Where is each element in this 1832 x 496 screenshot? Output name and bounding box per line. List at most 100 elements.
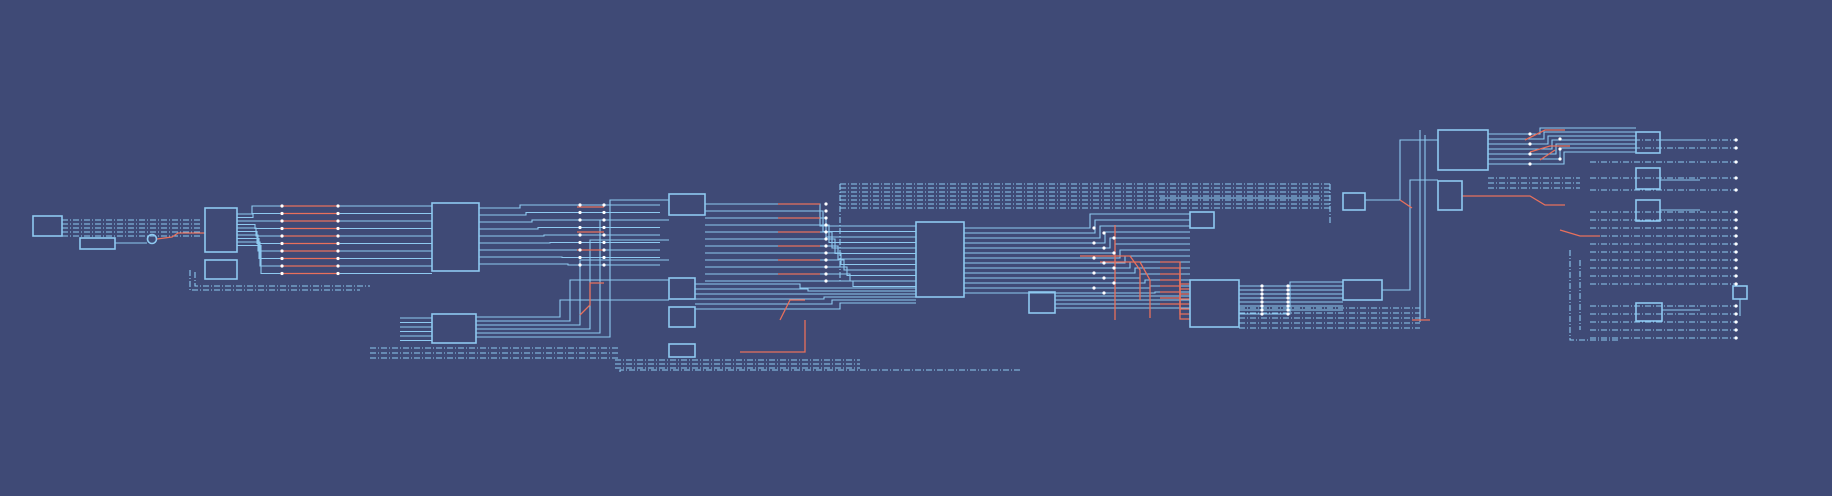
register-block-1[interactable] [431,202,480,272]
control-block-2[interactable] [1437,180,1463,211]
port-dot [602,225,606,230]
net-53 [476,219,669,334]
control-block-1[interactable] [1437,129,1489,171]
port-dot [1734,336,1738,340]
inverter-symbol[interactable] [146,233,158,245]
output-block-1[interactable] [1635,131,1661,154]
port-dot [1558,157,1562,161]
net-160 [1559,229,1600,237]
port-dot [1102,246,1106,250]
port-dot [824,209,828,213]
net-134 [1239,309,1343,315]
net-12 [237,212,432,219]
port-dot [280,226,284,231]
net-38 [479,263,660,266]
buffer-block-2[interactable] [668,277,696,300]
port-dot [1286,288,1290,292]
port-dot [1260,296,1264,300]
net-150 [1488,143,1636,155]
net-51 [476,259,669,326]
net-70 [705,259,916,271]
port-dot [336,256,340,261]
port-dot [1734,258,1738,262]
port-dot [1734,210,1738,214]
mux-block-1[interactable] [204,207,238,253]
net-64 [705,231,916,249]
latch-block-1[interactable] [1342,192,1366,211]
net-20 [237,230,432,245]
buffer-block-3[interactable] [668,306,696,328]
net-140 [1382,179,1438,291]
net-109 [964,285,1190,289]
port-dot [280,234,284,238]
net-58 [705,203,916,227]
net-83 [779,299,805,321]
port-dot [336,226,340,231]
gate-block-2[interactable] [1189,211,1215,229]
net-60 [705,210,916,233]
net-63 [705,224,916,244]
terminal-block[interactable] [1732,285,1748,300]
net-18 [237,227,432,237]
port-dot [1112,281,1116,285]
port-dot [1734,188,1738,192]
port-dot [1734,312,1738,316]
net-121 [1160,303,1190,320]
port-dot [1286,308,1290,312]
net-130 [1239,293,1343,299]
port-dot [1528,132,1532,136]
net-32 [479,219,660,223]
port-dot [1260,284,1264,288]
port-dot [578,240,582,245]
port-dot [824,244,828,248]
register-block-2[interactable] [431,313,477,344]
output-block-2[interactable] [1635,167,1661,190]
port-dot [1092,256,1096,260]
port-dot [1260,304,1264,308]
port-dot [602,203,606,207]
buffer-block-4[interactable] [668,343,696,358]
net-101 [964,237,1190,249]
net-106 [964,267,1190,274]
port-dot [578,233,582,237]
port-dot [1260,292,1264,296]
dashed-net-layer [62,139,1738,372]
output-block-3[interactable] [1635,199,1661,222]
port-dot [336,219,340,223]
alu-block[interactable] [1189,279,1240,328]
port-dot [1734,160,1738,164]
port-dot [280,211,284,216]
net-87 [619,369,1020,372]
mux-block-2[interactable] [204,259,238,280]
gate-block-1[interactable] [1028,291,1056,314]
port-dot [602,240,606,245]
source-block-a[interactable] [32,215,63,237]
output-block-4[interactable] [1635,302,1663,322]
port-dot [1528,142,1532,146]
source-block-b[interactable] [79,237,116,250]
core-block[interactable] [915,221,965,298]
port-dot [1528,152,1532,156]
port-dot [1734,266,1738,270]
latch-block-2[interactable] [1342,279,1383,301]
port-dot [1286,312,1290,316]
port-dot [1260,308,1264,312]
net-153 [1524,129,1565,141]
net-114 [1160,261,1190,285]
port-dot [1102,276,1106,280]
net-108 [964,279,1190,284]
port-dot [1092,226,1096,230]
port-dot [1286,300,1290,304]
port-dot [1734,234,1738,238]
net-75 [705,280,916,288]
port-dot [336,249,340,253]
buffer-block-1[interactable] [668,193,706,216]
net-133 [1239,305,1343,311]
port-dot [1734,282,1738,286]
port-dot [602,210,606,215]
port-dot [1528,162,1532,166]
net-73 [705,273,916,282]
port-dot [824,230,828,234]
net-34 [479,234,660,237]
